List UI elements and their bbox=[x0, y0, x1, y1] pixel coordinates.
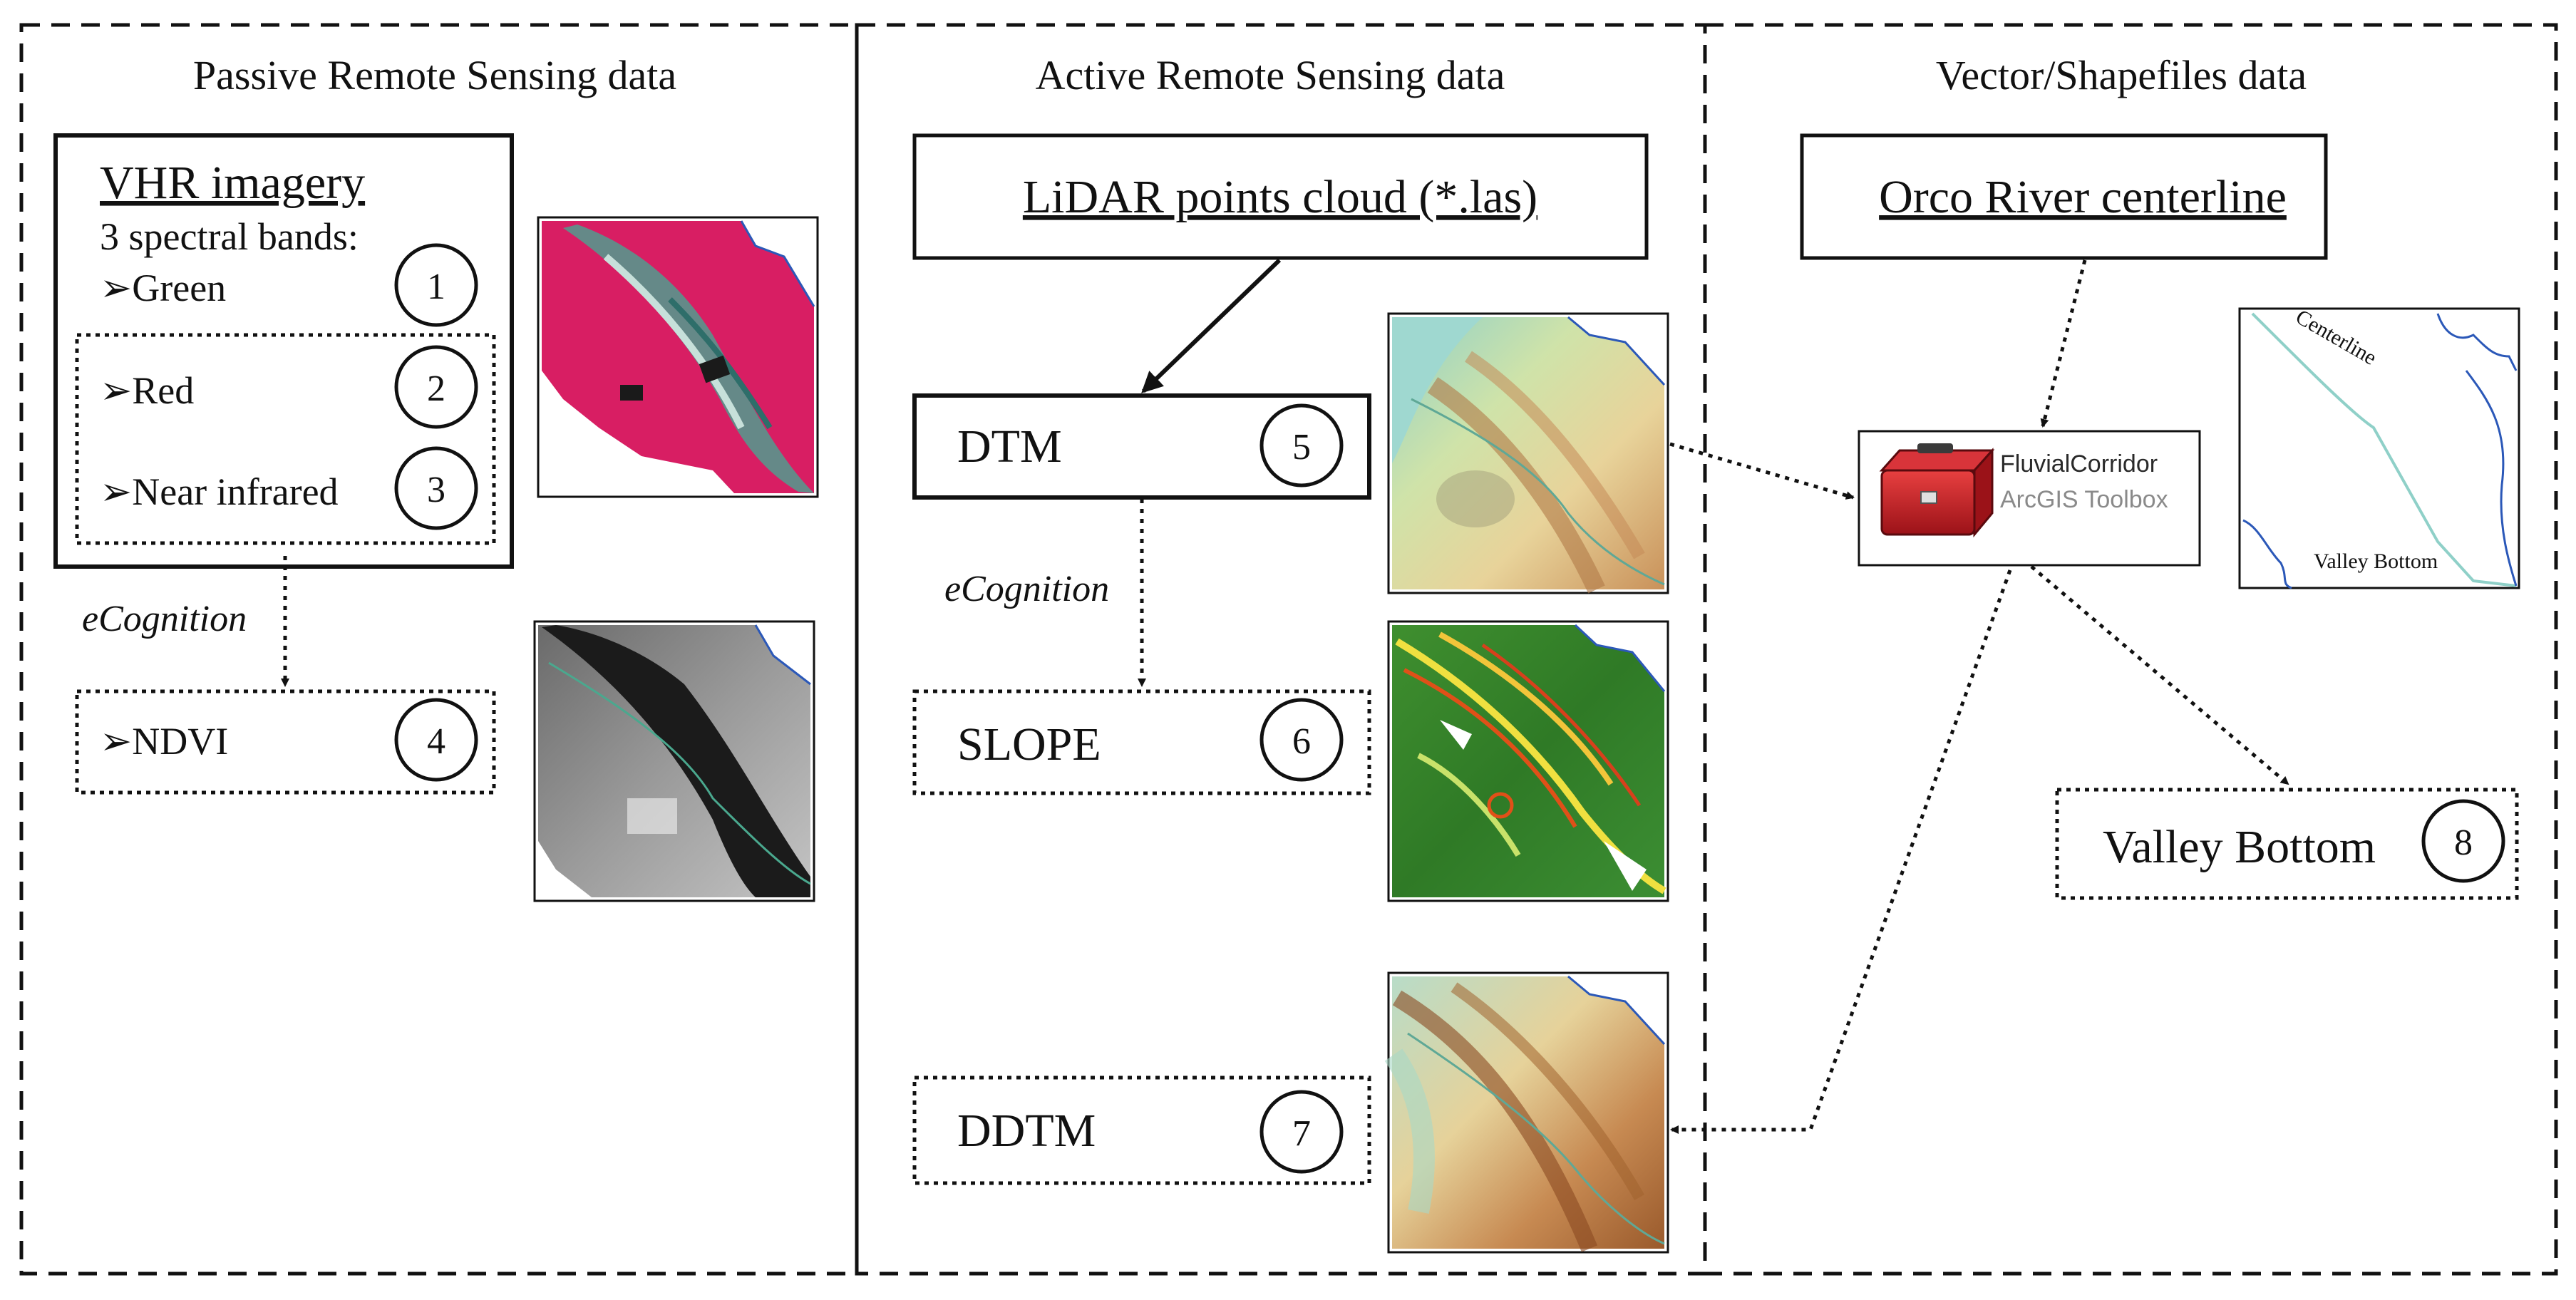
fluvialcorridor-toolbox: FluvialCorridor ArcGIS Toolbox bbox=[1858, 430, 2201, 567]
svg-text:2: 2 bbox=[427, 368, 445, 409]
ecognition-label-active: eCognition bbox=[944, 569, 1109, 609]
passive-panel-frame bbox=[19, 23, 859, 1276]
ecognition-label-passive: eCognition bbox=[82, 599, 247, 639]
svg-text:5: 5 bbox=[1292, 427, 1311, 468]
toolbox-to-valley-arrow bbox=[2030, 565, 2289, 785]
dtm-map bbox=[1387, 312, 1669, 594]
dtm-label: DTM bbox=[957, 421, 1062, 473]
red-nir-group bbox=[75, 333, 496, 545]
band-3-badge: 3 bbox=[394, 446, 478, 530]
lidar-box: LiDAR points cloud (*.las) bbox=[912, 133, 1649, 260]
centerline-map: Centerline Valley Bottom bbox=[2238, 305, 2520, 589]
band-red-label: ➢Red bbox=[100, 369, 194, 412]
ddtm-label: DDTM bbox=[957, 1105, 1096, 1157]
orco-centerline-box: Orco River centerline bbox=[1800, 133, 2328, 260]
svg-text:3: 3 bbox=[427, 470, 445, 510]
svg-text:8: 8 bbox=[2454, 822, 2473, 863]
active-panel-title: Active Remote Sensing data bbox=[1036, 52, 1505, 98]
passive-panel-title: Passive Remote Sensing data bbox=[193, 52, 676, 98]
toolbox-icon bbox=[1879, 443, 1995, 538]
slope-map bbox=[1387, 620, 1669, 902]
ndvi-box: ➢NDVI 4 bbox=[75, 689, 496, 795]
toolbox-line2: ArcGIS Toolbox bbox=[2000, 486, 2168, 513]
slope-box: SLOPE 6 bbox=[912, 689, 1371, 795]
toolbox-line1: FluvialCorridor bbox=[2000, 450, 2158, 478]
valley-bottom-label: Valley Bottom bbox=[2103, 821, 2376, 873]
orco-to-toolbox-arrow bbox=[2040, 259, 2087, 428]
vhr-imagery-box: VHR imagery 3 spectral bands: ➢Green 1 ➢… bbox=[53, 133, 514, 569]
toolbox-to-ddtm-arrow bbox=[1670, 569, 2012, 1134]
vhr-subtitle: 3 spectral bands: bbox=[100, 215, 359, 258]
ddtm-map bbox=[1384, 971, 1669, 1254]
vector-panel-frame bbox=[1703, 23, 2558, 1276]
band-1-badge: 1 bbox=[394, 243, 478, 327]
vhr-title: VHR imagery bbox=[100, 157, 365, 209]
vector-panel-title: Vector/Shapefiles data bbox=[1936, 52, 2307, 98]
ddtm-box: DDTM 7 bbox=[912, 1075, 1371, 1185]
dtm-to-toolbox-arrow bbox=[1669, 442, 1855, 500]
band-green-label: ➢Green bbox=[100, 267, 226, 309]
band-2-badge: 2 bbox=[394, 345, 478, 429]
valley-bottom-map-label: Valley Bottom bbox=[2314, 550, 2438, 573]
ndvi-map bbox=[533, 620, 815, 902]
lidar-to-dtm-arrow bbox=[1141, 258, 1282, 393]
slope-label: SLOPE bbox=[957, 718, 1101, 770]
dtm-box: DTM 5 bbox=[912, 393, 1371, 500]
orco-label: Orco River centerline bbox=[1879, 171, 2287, 223]
svg-text:6: 6 bbox=[1292, 721, 1311, 762]
svg-text:1: 1 bbox=[427, 267, 445, 307]
ndvi-label: ➢NDVI bbox=[100, 720, 228, 763]
svg-text:7: 7 bbox=[1292, 1113, 1311, 1154]
svg-text:4: 4 bbox=[427, 721, 445, 762]
lidar-label: LiDAR points cloud (*.las) bbox=[1023, 171, 1537, 223]
vhr-false-color-map bbox=[537, 216, 819, 498]
valley-bottom-box: Valley Bottom 8 bbox=[2055, 788, 2519, 900]
band-nir-label: ➢Near infrared bbox=[100, 470, 339, 513]
